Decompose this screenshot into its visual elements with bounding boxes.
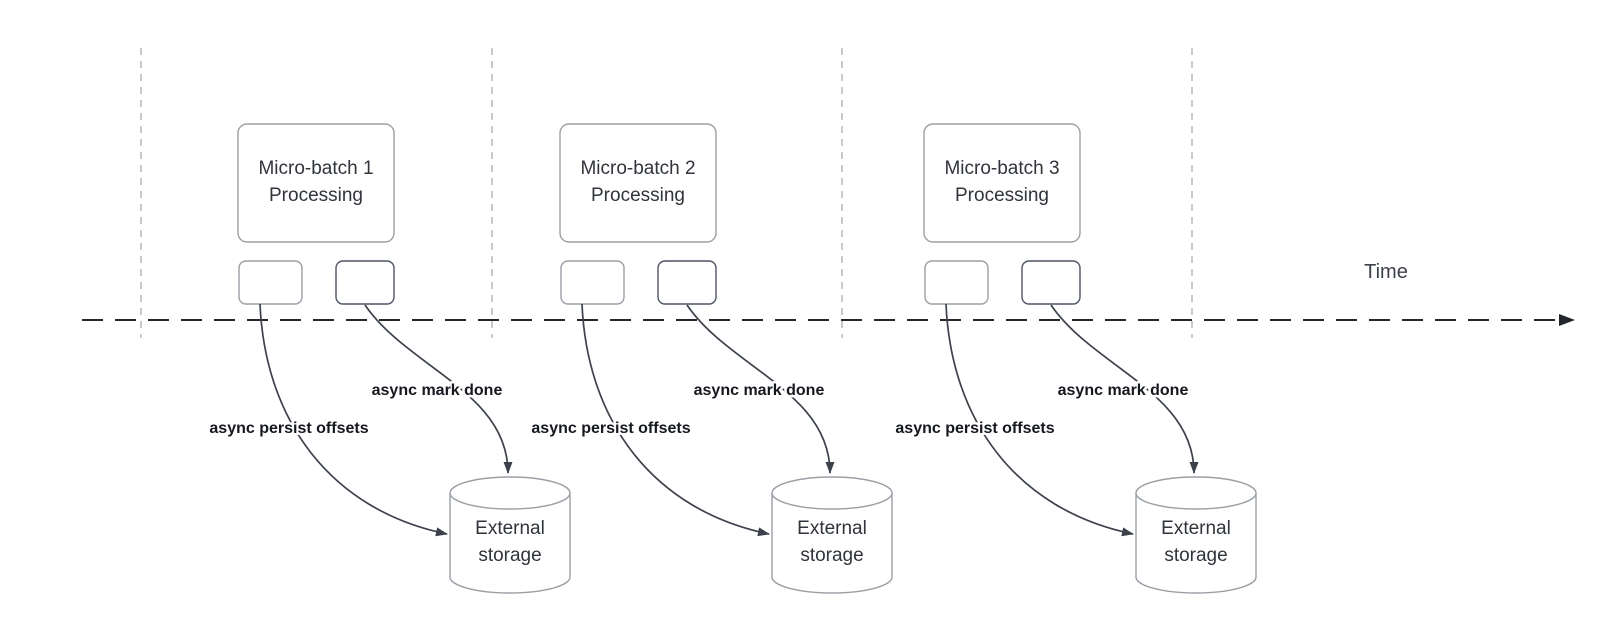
micro-batch-group-1: Micro-batch 1 Processing async persist o…: [207, 123, 571, 594]
offset-task-box: [238, 260, 303, 305]
external-storage-label-line1: External: [1161, 518, 1231, 539]
processing-box: [237, 123, 395, 243]
mark-done-task-box: [335, 260, 395, 305]
offset-task-box: [560, 260, 625, 305]
offset-task-box: [924, 260, 989, 305]
micro-batch-group-2: Micro-batch 2 Processing async persist o…: [529, 123, 893, 594]
async-mark-done-arrow: [364, 304, 513, 474]
processing-box: [559, 123, 717, 243]
async-mark-done-label: async mark done: [694, 382, 825, 399]
mark-done-task-box: [1021, 260, 1081, 305]
micro-batch-group-3: Micro-batch 3 Processing async persist o…: [893, 123, 1257, 594]
async-persist-offsets-label: async persist offsets: [895, 420, 1054, 437]
external-storage-label-line2: storage: [800, 545, 863, 566]
external-storage-cylinder: External storage: [449, 476, 571, 594]
async-persist-offsets-arrow: [259, 303, 448, 537]
cylinder-top: [771, 476, 893, 510]
processing-box-label-line2: Processing: [955, 185, 1049, 206]
cylinder-body: [1135, 493, 1257, 594]
async-persist-offsets-arrow: [581, 303, 770, 537]
mark-done-task-box: [657, 260, 717, 305]
processing-box-label-line2: Processing: [591, 185, 685, 206]
external-storage-cylinder: External storage: [1135, 476, 1257, 594]
async-persist-offsets-label: async persist offsets: [209, 420, 368, 437]
async-mark-done-label: async mark done: [372, 382, 503, 399]
cylinder-top: [1135, 476, 1257, 510]
external-storage-cylinder: External storage: [771, 476, 893, 594]
cylinder-body: [771, 493, 893, 594]
external-storage-label-line1: External: [797, 518, 867, 539]
processing-box-label-line1: Micro-batch 1: [258, 158, 373, 179]
external-storage-label-line2: storage: [1164, 545, 1227, 566]
processing-box-label-line1: Micro-batch 2: [580, 158, 695, 179]
processing-box-label-line1: Micro-batch 3: [944, 158, 1059, 179]
async-persist-offsets-arrow: [945, 303, 1134, 537]
processing-box: [923, 123, 1081, 243]
cylinder-top: [449, 476, 571, 510]
external-storage-label-line2: storage: [478, 545, 541, 566]
async-mark-done-arrow: [1050, 304, 1199, 474]
time-axis-label: Time: [1364, 261, 1408, 283]
processing-box-label-line2: Processing: [269, 185, 363, 206]
async-mark-done-arrow: [686, 304, 835, 474]
async-mark-done-label: async mark done: [1058, 382, 1189, 399]
cylinder-body: [449, 493, 571, 594]
external-storage-label-line1: External: [475, 518, 545, 539]
async-persist-offsets-label: async persist offsets: [531, 420, 690, 437]
